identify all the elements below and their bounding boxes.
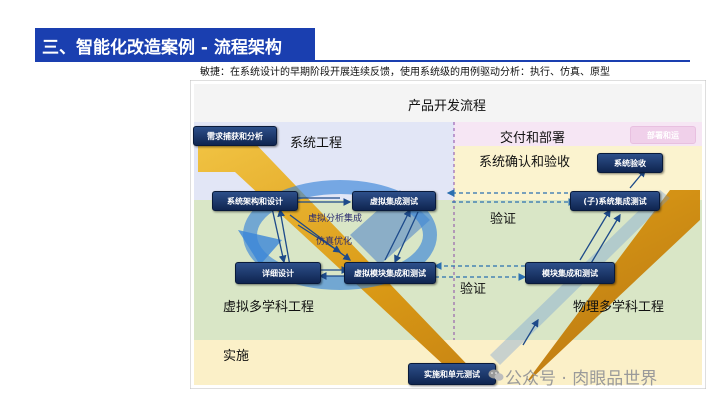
virtual-analysis-label: 虚拟分析集成 [308,214,363,224]
system-engineering-label: 系统工程 [290,136,343,151]
v-model-band [198,138,700,380]
virtual-multi-label: 虚拟多学科工程 [223,300,315,315]
virtual-integration-box[interactable]: 虚拟集成测试 [352,191,436,211]
verify-label-lower: 验证 [460,282,487,297]
wechat-icon [488,369,504,381]
detailed-design-box[interactable]: 详细设计 [235,262,321,284]
implementation-label: 实施 [223,349,250,364]
physical-multi-label: 物理多学科工程 [573,300,665,315]
req-capture-box[interactable]: 需求捕获和分析 [193,126,277,146]
system-confirm-label: 系统确认和验收 [479,155,571,170]
sub-system-box[interactable]: (子)系统集成测试 [570,191,660,211]
virtual-module-box[interactable]: 虚拟模块集成和测试 [344,262,436,284]
title-underline [35,60,690,62]
impl-unit-box[interactable]: 实施和单元测试 [408,363,496,385]
sys-arch-box[interactable]: 系统架构和设计 [212,191,298,211]
page-subtitle: 敏捷：在系统设计的早期阶段开展连续反馈，使用系统级的用例驱动分析：执行、仿真、原… [200,67,610,78]
delivery-label: 交付和部署 [500,131,566,146]
process-diagram: 产品开发流程 系统工程 交付和部署 系统确认和验收 验证 验证 虚拟多学科工程 … [190,80,706,389]
title-banner [35,28,315,60]
diagram-title: 产品开发流程 [408,99,487,114]
header-band [194,84,702,122]
verify-label-upper: 验证 [490,212,517,227]
watermark-text: 公众号 · 肉眼品世界 [505,369,658,389]
deploy-faded-box[interactable]: 部署和运 [630,126,696,144]
sim-opt-label: 仿真优化 [316,237,353,247]
page-title: 三、智能化改造案例 - 流程架构 [42,38,282,58]
sys-acceptance-box[interactable]: 系统验收 [597,153,663,173]
module-integration-box[interactable]: 模块集成和测试 [525,262,615,284]
